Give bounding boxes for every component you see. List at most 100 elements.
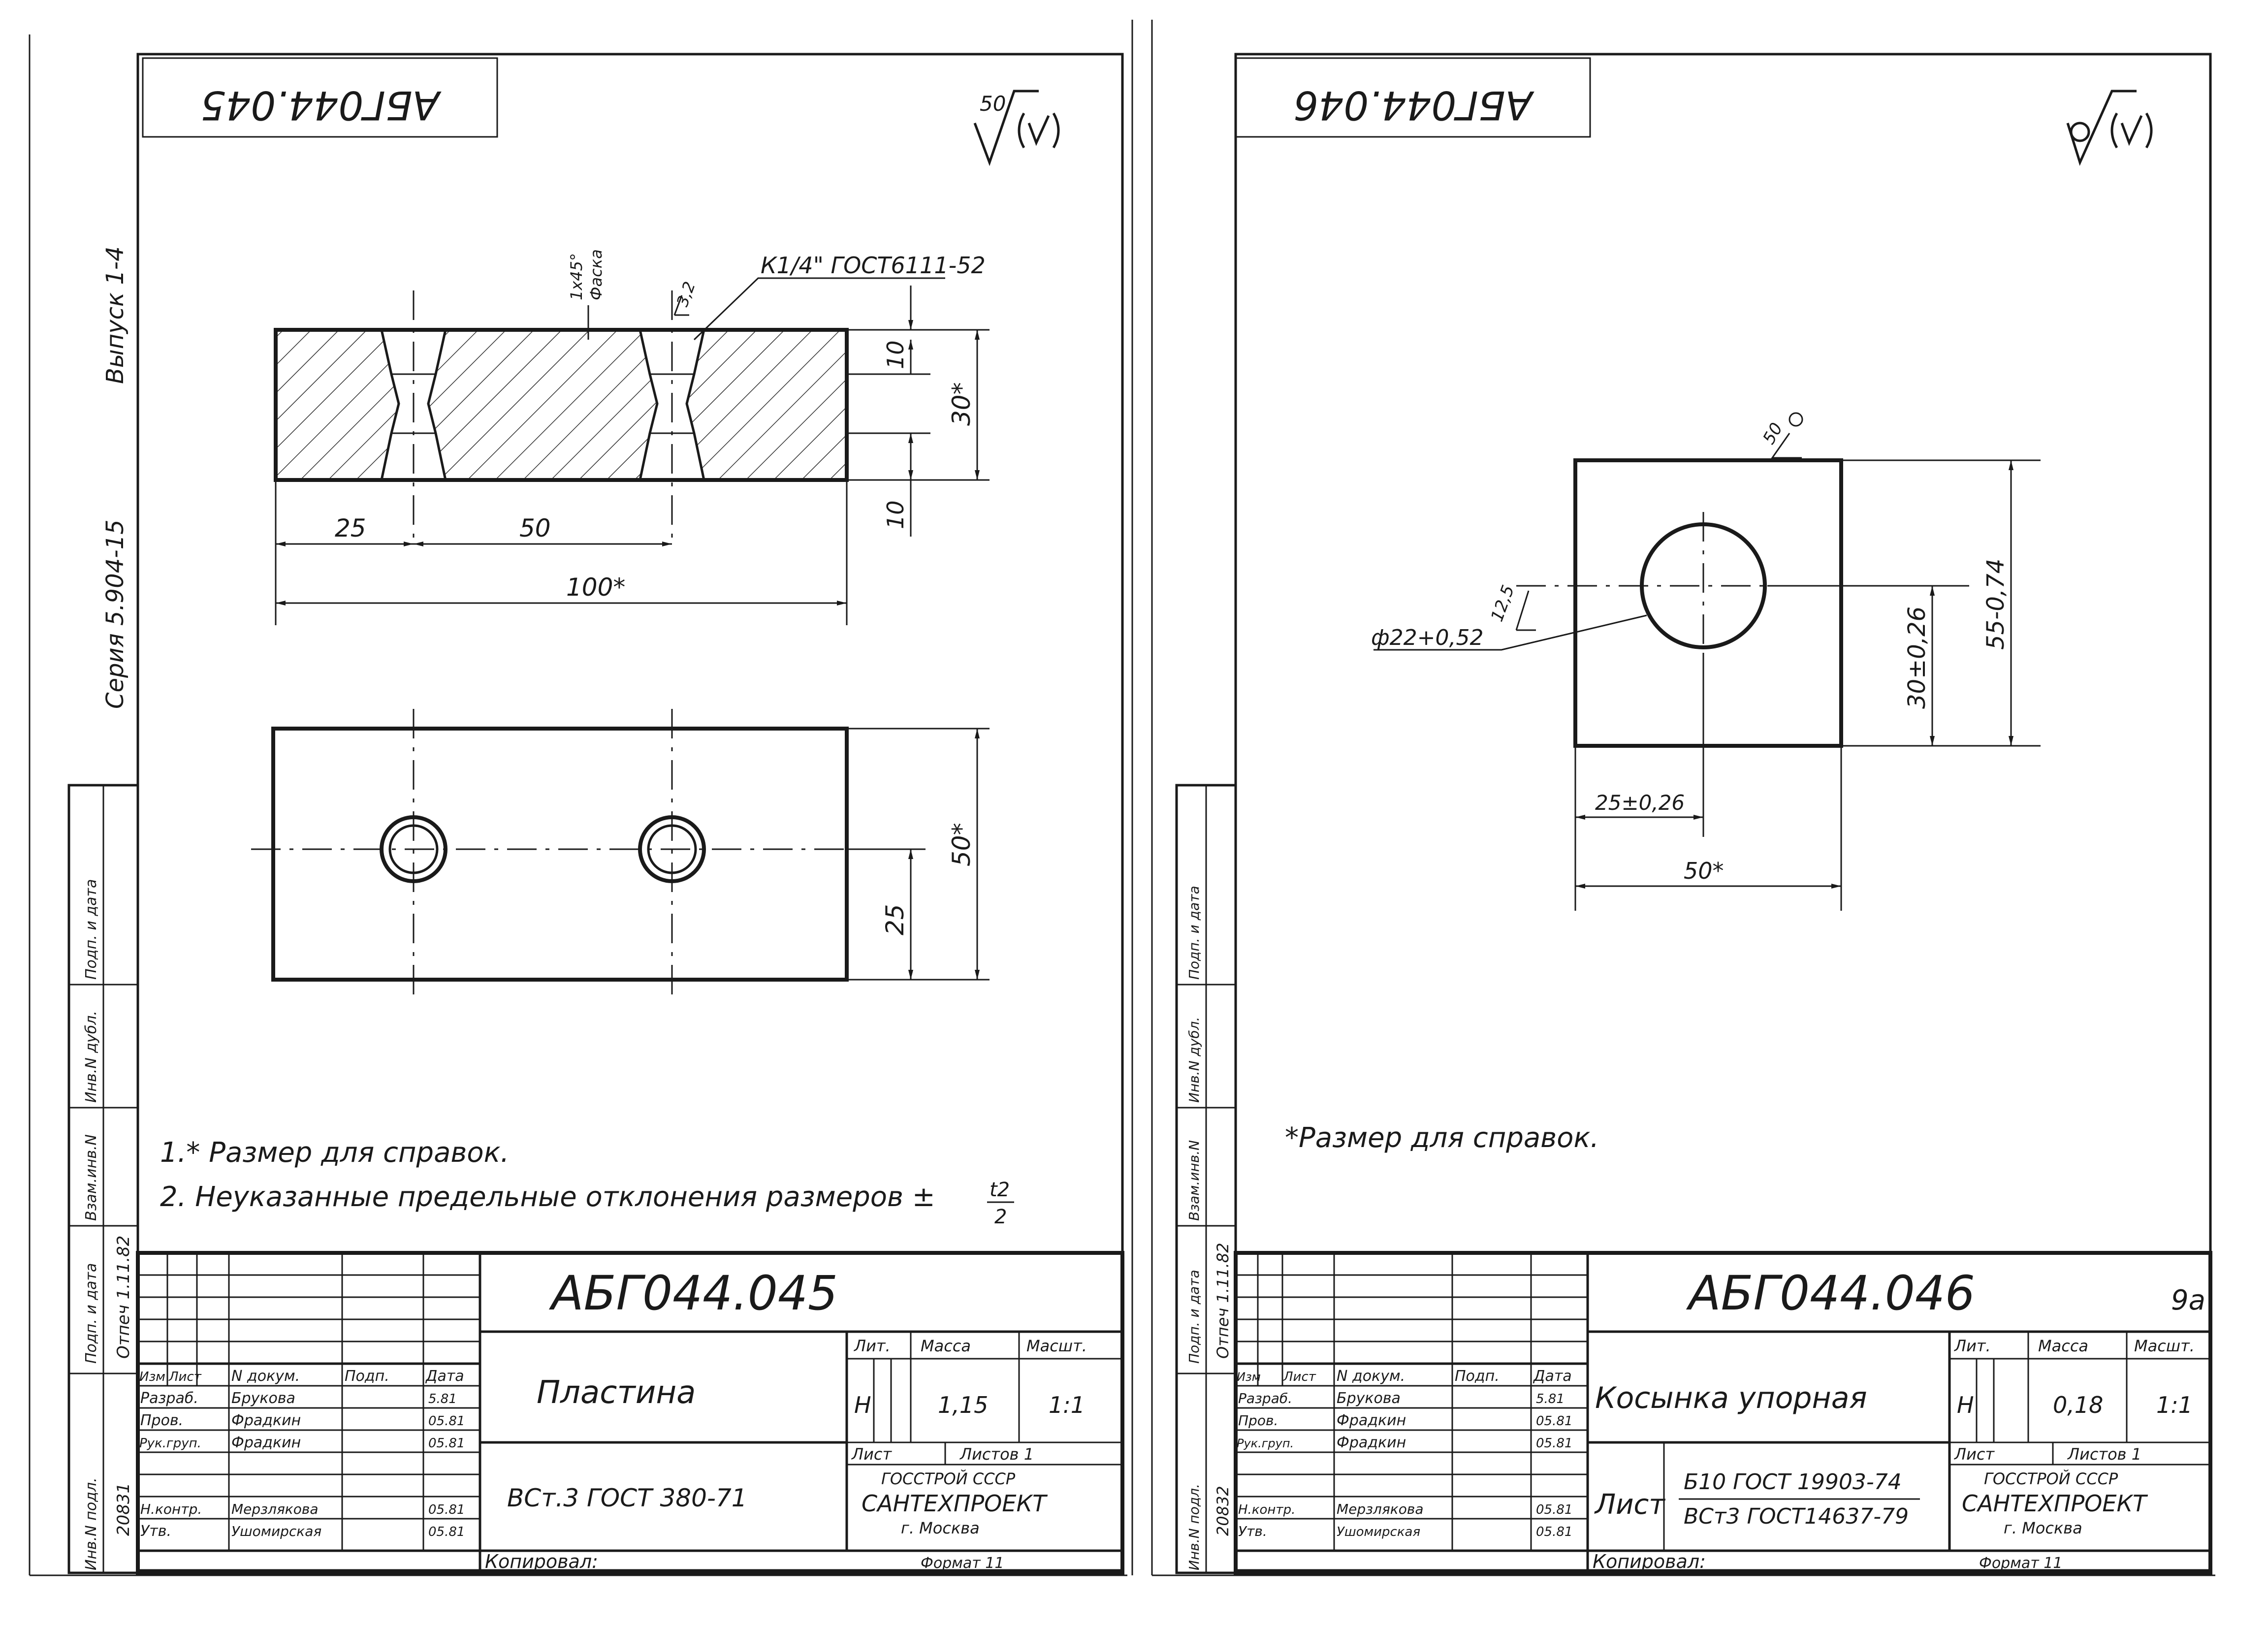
callout-chamfer: 1х45°: [567, 253, 586, 300]
left-section-view: [274, 290, 849, 546]
left-tb-mass-header: Масса: [921, 1337, 971, 1355]
left-tb-mass-value: 1,15: [938, 1392, 988, 1418]
right-tb-org-3: г. Москва: [2004, 1519, 2082, 1537]
left-side-label-2: Подп. и дата: [83, 1263, 100, 1364]
section-outline: [274, 328, 849, 482]
left-tb-row-4-role: Утв.: [140, 1523, 171, 1540]
left-tb-org-3: г. Москва: [901, 1519, 980, 1537]
right-tb-material-2: ВСт3 ГОСТ14637-79: [1684, 1504, 1909, 1529]
right-tb-row-0-date: 5.81: [1536, 1392, 1565, 1406]
right-tb-row-1-date: 05.81: [1536, 1414, 1572, 1429]
left-issue-label: Выпуск 1-4: [101, 246, 129, 384]
right-part-view: [1374, 412, 2041, 911]
left-side-value-2: Отпеч 1.11.82: [114, 1236, 133, 1359]
left-tb-name: Пластина: [537, 1374, 696, 1411]
right-tb-row-1-name: Фрадкин: [1337, 1412, 1406, 1429]
left-format: Формат 11: [921, 1555, 1004, 1572]
left-note-2: 2. Неуказанные предельные отклонения раз…: [160, 1181, 935, 1213]
left-tb-row-3-date: 05.81: [428, 1502, 465, 1517]
callout-thread: К1/4" ГОСТ6111-52: [761, 252, 986, 279]
dim-bottom: 10: [882, 500, 909, 529]
right-tb-row-1-role: Пров.: [1238, 1412, 1278, 1429]
left-tb-sheets-label: Листов 1: [959, 1445, 1034, 1464]
right-side-label-3: Взам.инв.N: [1186, 1140, 1202, 1221]
dim-height: 30*: [947, 382, 976, 426]
right-side-label-4: Инв.N дубл.: [1186, 1017, 1202, 1103]
left-series-label: Серия 5.904-15: [101, 519, 129, 709]
right-tb-row-3-role: Н.контр.: [1238, 1502, 1295, 1517]
left-tb-header-2: N докум.: [231, 1368, 300, 1385]
left-sheet: АБГ044.045 50 Серия 5.904-15 Выпуск 1-4: [29, 34, 1127, 1576]
dim-pitch: 50: [519, 514, 551, 543]
left-stamp-code: АБГ044.045: [201, 82, 442, 128]
left-side-label-5: Подп. и дата: [83, 879, 100, 980]
left-note-fraction-den: 2: [994, 1206, 1007, 1228]
left-tb-row-0-date: 5.81: [428, 1392, 457, 1406]
left-tb-row-2-date: 05.81: [428, 1436, 465, 1451]
callout-roughness: 3,2: [673, 279, 699, 309]
left-tb-code: АБГ044.045: [548, 1266, 838, 1321]
right-tb-mass-value: 0,18: [2053, 1392, 2103, 1418]
right-tb-sheets-label: Листов 1: [2067, 1445, 2141, 1464]
left-side-value-1: 20831: [114, 1483, 133, 1536]
right-tb-row-2-name: Фрадкин: [1337, 1434, 1406, 1451]
left-tb-header-1: Лист: [168, 1370, 202, 1384]
left-tb-lit-value: Н: [854, 1392, 871, 1418]
right-tb-mass-header: Масса: [2038, 1337, 2088, 1355]
left-note-1: 1.* Размер для справок.: [160, 1137, 509, 1169]
right-tb-header-1: Лист: [1283, 1370, 1316, 1384]
right-dim-hole-h: 25±0,26: [1595, 791, 1685, 815]
right-tb-scale-value: 1:1: [2156, 1392, 2193, 1418]
dim-left: 25: [335, 514, 366, 543]
right-tb-sheet-label: Лист: [1954, 1445, 1995, 1464]
gusset-hole: [1640, 522, 1767, 649]
left-tb-sheet-label: Лист: [851, 1445, 892, 1464]
left-title-block: [136, 1251, 1124, 1575]
left-side-label-3: Взам.инв.N: [83, 1134, 100, 1221]
left-tb-lit-header: Лит.: [854, 1337, 891, 1355]
plan-outline: [271, 727, 849, 982]
left-side-label-4: Инв.N дубл.: [83, 1011, 100, 1103]
left-note-fraction-num: t2: [990, 1179, 1010, 1201]
left-tb-row-1-role: Пров.: [140, 1412, 183, 1429]
left-tb-row-1-date: 05.81: [428, 1414, 465, 1429]
right-tb-row-2-role: Рук.груп.: [1237, 1436, 1294, 1450]
left-tb-header-4: Дата: [425, 1368, 464, 1385]
right-stamp-code: АБГ044.046: [1294, 82, 1535, 128]
left-stamp-box: [142, 57, 498, 138]
right-tb-org-1: ГОССТРОЙ СССР: [1984, 1469, 2118, 1488]
right-tb-row-0-name: Брукова: [1337, 1390, 1401, 1407]
dim-half: 25: [881, 904, 909, 935]
right-tb-row-3-name: Мерзлякова: [1337, 1501, 1424, 1517]
right-format: Формат 11: [1979, 1555, 2062, 1572]
right-tb-list-word: Лист: [1594, 1489, 1665, 1521]
left-tb-row-1-name: Фрадкин: [231, 1412, 301, 1429]
right-tb-corner-mark: 9а: [2171, 1284, 2205, 1316]
left-tb-row-3-name: Мерзлякова: [231, 1501, 319, 1517]
gusset-outline: [1573, 458, 1843, 748]
hole-leader: [1374, 614, 1647, 651]
left-roughness-mark: 50: [973, 90, 1060, 166]
right-tb-row-4-name: Ушомирская: [1337, 1525, 1420, 1539]
left-tb-header-3: Подп.: [345, 1368, 389, 1385]
left-tb-scale-header: Масшт.: [1026, 1337, 1087, 1355]
right-side-label-1: Инв.N подл.: [1186, 1484, 1202, 1570]
right-tb-header-2: N докум.: [1337, 1368, 1405, 1385]
right-tb-header-0: Изм: [1237, 1370, 1261, 1384]
right-tb-material-1: Б10 ГОСТ 19903-74: [1684, 1469, 1902, 1495]
right-side-strip: [1175, 784, 1237, 1574]
callout-chamfer-word: Фаска: [587, 249, 606, 300]
right-dim-hole-v: 30±0,26: [1903, 607, 1931, 709]
right-tb-header-4: Дата: [1533, 1368, 1572, 1385]
right-tb-code: АБГ044.046: [1686, 1266, 1975, 1321]
right-sheet: АБГ044.046: [1152, 53, 2215, 1576]
right-tb-name: Косынка упорная: [1595, 1381, 1867, 1415]
right-tb-row-3-date: 05.81: [1536, 1502, 1572, 1517]
right-hole-roughness: 12,5: [1487, 582, 1518, 624]
left-tb-row-2-name: Фрадкин: [231, 1434, 301, 1451]
right-title-block: [1234, 1251, 2212, 1575]
right-tb-lit-header: Лит.: [1954, 1337, 1991, 1355]
right-tb-row-2-date: 05.81: [1536, 1436, 1572, 1451]
left-tb-header-0: Изм: [139, 1370, 165, 1384]
right-tb-header-3: Подп.: [1455, 1368, 1500, 1385]
